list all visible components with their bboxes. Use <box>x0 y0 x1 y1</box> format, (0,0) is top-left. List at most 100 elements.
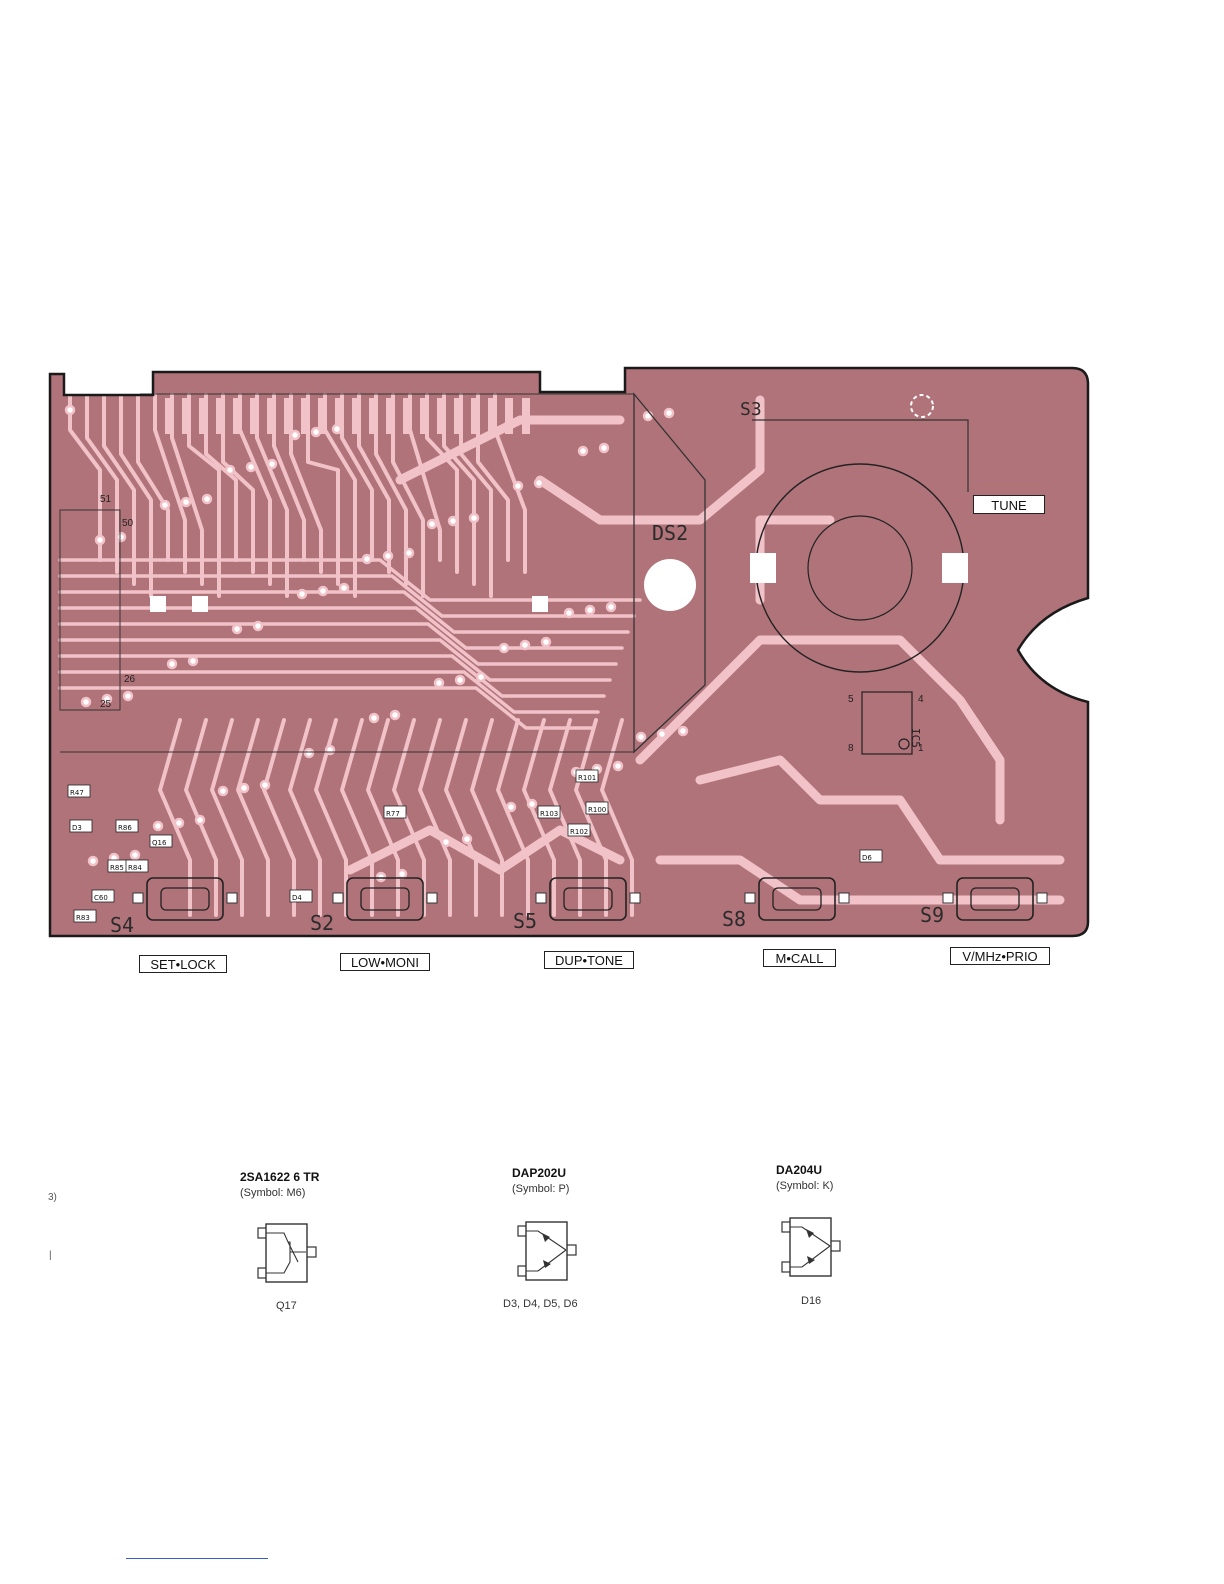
pcb-via <box>514 482 522 490</box>
pcb-via <box>521 641 529 649</box>
part-name: DAP202U <box>512 1166 682 1180</box>
pcb-via <box>470 514 478 522</box>
pcb-via <box>384 552 392 560</box>
dial-switch-ref-label: S3 <box>740 399 762 420</box>
diode-pair-package-icon <box>514 1220 582 1284</box>
pcb-via <box>340 584 348 592</box>
component-ref-label: R84 <box>128 864 142 872</box>
connector-finger <box>216 398 224 434</box>
pcb-pad <box>133 893 143 903</box>
pcb-via <box>66 406 74 414</box>
pcb-pad <box>227 893 237 903</box>
pcb-via <box>219 787 227 795</box>
pcb-pad <box>536 893 546 903</box>
part-symbol: (Symbol: M6) <box>240 1187 410 1199</box>
ic-pin-4: 4 <box>918 694 924 705</box>
pcb-via <box>586 606 594 614</box>
transistor-package-icon <box>254 1222 322 1286</box>
connector-finger <box>352 398 360 434</box>
component-ref-label: R86 <box>118 824 132 832</box>
pcb-via <box>124 692 132 700</box>
pcb-pad <box>1037 893 1047 903</box>
pcb-via <box>82 698 90 706</box>
pcb-via <box>333 425 341 433</box>
pcb-via <box>326 746 334 754</box>
pcb-pad <box>427 893 437 903</box>
pcb-via <box>305 749 313 757</box>
component-ref-label: C60 <box>94 894 108 902</box>
connector-pin-25: 25 <box>100 699 112 710</box>
pcb-via <box>117 533 125 541</box>
connector-finger <box>250 398 258 434</box>
pcb-via <box>428 520 436 528</box>
part-symbol: (Symbol: K) <box>776 1180 946 1192</box>
pcb-via <box>268 460 276 468</box>
pcb-pad <box>192 596 208 612</box>
key-label-low-moni: LOW•MONI <box>340 953 430 971</box>
pcb-via <box>247 463 255 471</box>
component-ref-label: Q16 <box>152 839 167 847</box>
component-ref-label: R103 <box>540 810 558 818</box>
component-ref-label: R47 <box>70 789 84 797</box>
connector-finger <box>403 398 411 434</box>
pcb-pad <box>630 893 640 903</box>
part-name: DA204U <box>776 1163 946 1177</box>
switch-ref-label: S5 <box>513 909 537 933</box>
pcb-via <box>528 800 536 808</box>
pcb-via <box>658 730 666 738</box>
connector-finger <box>420 398 428 434</box>
connector-pin-51: 51 <box>100 494 112 505</box>
part-refs-da204u: D16 <box>801 1295 821 1307</box>
pcb-via <box>96 536 104 544</box>
pcb-pad <box>943 893 953 903</box>
pcb-via <box>398 870 406 878</box>
display-ref-label: DS2 <box>652 521 688 545</box>
pcb-via <box>203 495 211 503</box>
pcb-via <box>298 590 306 598</box>
key-label-dup-tone: DUP•TONE <box>544 951 634 969</box>
component-ref-label: R100 <box>588 806 606 814</box>
pcb-via <box>89 857 97 865</box>
ic-pin-5: 5 <box>848 694 854 705</box>
pcb-via <box>679 727 687 735</box>
pcb-via <box>579 447 587 455</box>
connector-pin-26: 26 <box>124 674 136 685</box>
pcb-via <box>233 625 241 633</box>
connector-finger <box>369 398 377 434</box>
pcb-via <box>226 466 234 474</box>
pcb-via <box>435 679 443 687</box>
connector-finger <box>165 398 173 434</box>
switch-ref-label: S4 <box>110 913 134 937</box>
key-label-m-call: M•CALL <box>763 949 836 967</box>
pcb-via <box>168 660 176 668</box>
pcb-via <box>456 676 464 684</box>
dial-label-tune: TUNE <box>973 495 1045 514</box>
pcb-via <box>477 673 485 681</box>
connector-finger <box>182 398 190 434</box>
pcb-via <box>182 498 190 506</box>
component-ref-label: R77 <box>386 810 400 818</box>
pcb-via <box>607 603 615 611</box>
connector-finger <box>267 398 275 434</box>
ic-pin-1: 1 <box>918 743 924 754</box>
part-da204u-header: DA204U (Symbol: K) <box>776 1163 946 1192</box>
pcb-via <box>500 644 508 652</box>
connector-finger <box>233 398 241 434</box>
pcb-via <box>254 622 262 630</box>
pcb-pad <box>750 553 776 583</box>
pcb-via <box>261 781 269 789</box>
pcb-pad <box>839 893 849 903</box>
key-label-vmhz-prio: V/MHz•PRIO <box>950 947 1050 965</box>
mounting-hole <box>644 559 696 611</box>
pcb-via <box>319 587 327 595</box>
connector-finger <box>454 398 462 434</box>
pcb-board <box>50 368 1088 936</box>
pcb-pad <box>150 596 166 612</box>
pcb-via <box>405 549 413 557</box>
component-ref-label: R101 <box>578 774 596 782</box>
pcb-via <box>449 517 457 525</box>
bottom-link-underline <box>126 1558 268 1559</box>
pcb-via <box>463 835 471 843</box>
pcb-via <box>614 762 622 770</box>
